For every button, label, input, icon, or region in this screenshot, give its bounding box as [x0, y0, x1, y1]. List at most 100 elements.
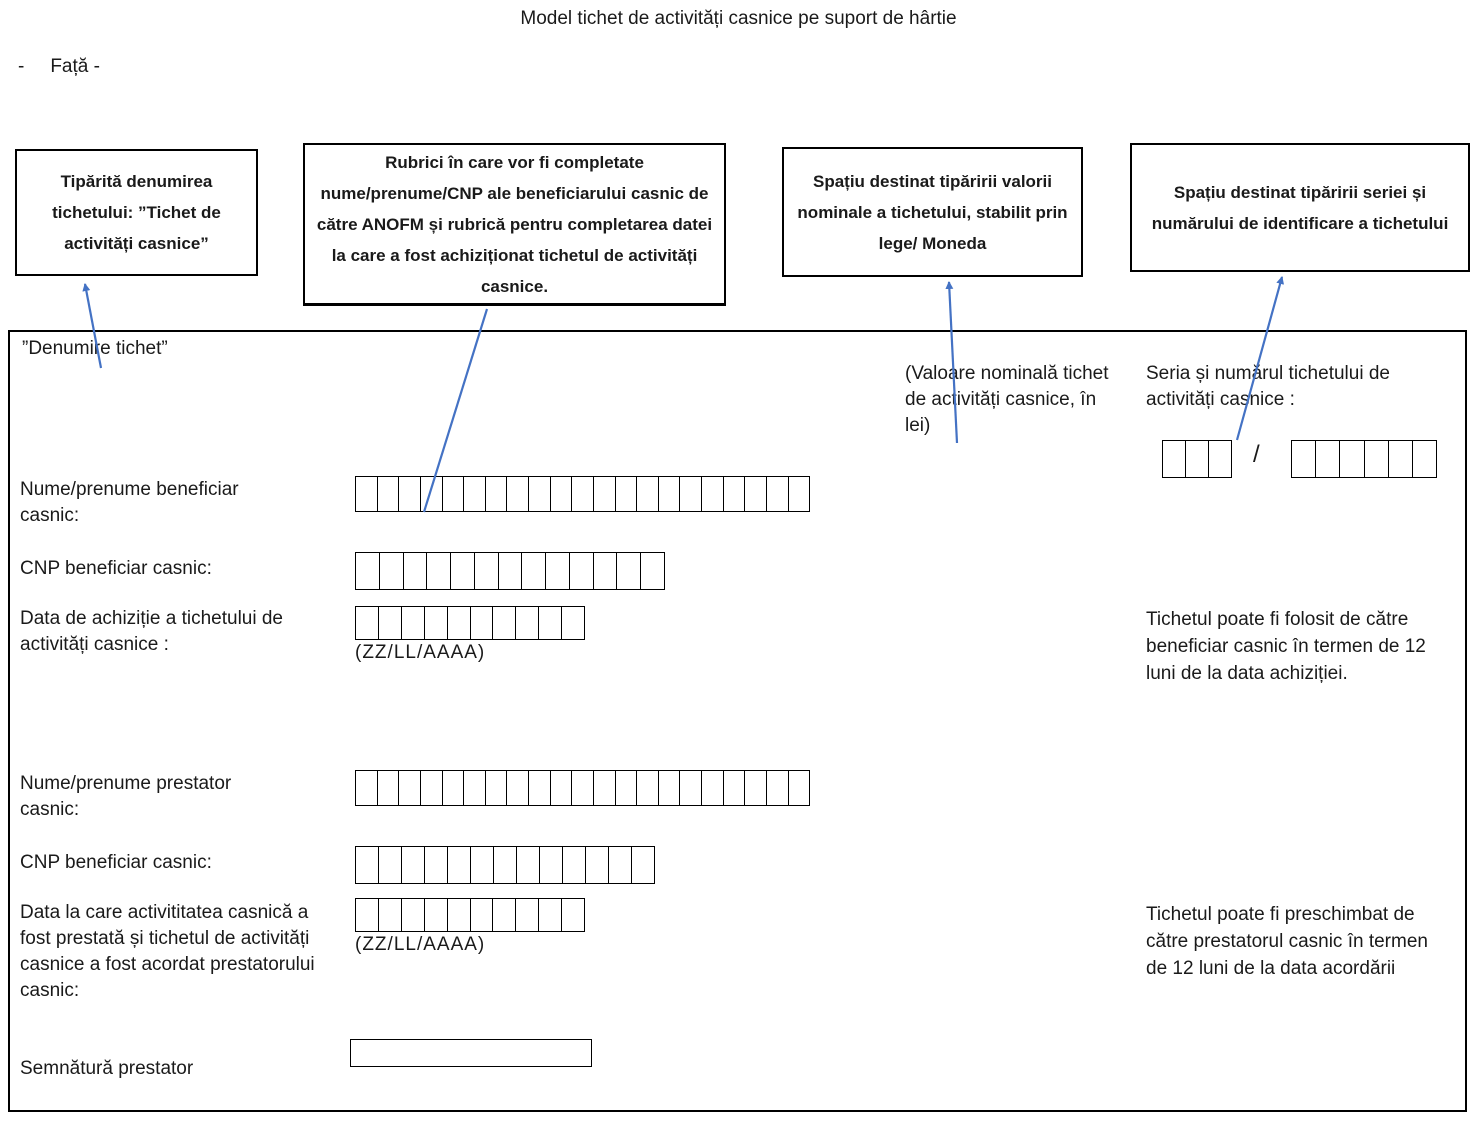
- provider-cnp-grid: [355, 846, 655, 884]
- grid-cell: [1209, 441, 1231, 477]
- grid-cell: [494, 847, 517, 883]
- number-grid: [1291, 440, 1437, 478]
- grid-cell: [380, 553, 404, 589]
- grid-cell: [724, 477, 746, 511]
- signature-box: [350, 1039, 592, 1067]
- grid-cell: [448, 847, 471, 883]
- grid-cell: [540, 847, 563, 883]
- grid-cell: [1413, 441, 1436, 477]
- grid-cell: [724, 771, 746, 805]
- grid-cell: [594, 477, 616, 511]
- grid-cell: [570, 553, 594, 589]
- grid-cell: [572, 477, 594, 511]
- grid-cell: [1316, 441, 1341, 477]
- ticket-name-placeholder: ”Denumire tichet”: [22, 338, 168, 359]
- grid-cell: [499, 553, 523, 589]
- grid-cell: [425, 607, 448, 639]
- grid-cell: [399, 477, 421, 511]
- grid-cell: [378, 771, 400, 805]
- grid-cell: [637, 771, 659, 805]
- grid-cell: [427, 553, 452, 589]
- grid-cell: [563, 847, 586, 883]
- grid-cell: [421, 477, 443, 511]
- grid-cell: [356, 771, 378, 805]
- grid-cell: [702, 477, 724, 511]
- grid-cell: [443, 771, 465, 805]
- grid-cell: [379, 847, 402, 883]
- grid-cell: [471, 607, 494, 639]
- grid-cell: [356, 477, 378, 511]
- grid-cell: [486, 771, 508, 805]
- service-date-grid: [355, 898, 585, 932]
- provider-cnp-label: CNP beneficiar casnic:: [20, 852, 212, 873]
- series-grid: [1162, 440, 1232, 478]
- annotation-box-ticket-name: Tipărită denumirea tichetului: ”Tichet d…: [15, 149, 258, 276]
- date-format-hint: (ZZ/LL/AAAA): [355, 642, 486, 663]
- grid-cell: [546, 553, 570, 589]
- grid-cell: [1389, 441, 1413, 477]
- grid-cell: [572, 771, 594, 805]
- provider-name-label: Nume/prenume prestator casnic:: [20, 773, 232, 820]
- grid-cell: [493, 899, 517, 931]
- grid-cell: [399, 771, 421, 805]
- grid-cell: [659, 477, 681, 511]
- beneficiary-cnp-grid: [355, 552, 665, 590]
- beneficiary-cnp-label: CNP beneficiar casnic:: [20, 558, 212, 579]
- grid-cell: [356, 553, 380, 589]
- grid-cell: [425, 899, 448, 931]
- purchase-date-label: Data de achiziție a tichetului de activi…: [20, 608, 283, 655]
- beneficiary-name-label: Nume/prenume beneficiar casnic:: [20, 479, 239, 526]
- grid-cell: [745, 477, 767, 511]
- grid-cell: [471, 847, 494, 883]
- grid-cell: [529, 771, 551, 805]
- grid-cell: [522, 553, 547, 589]
- side-label: -Față -: [18, 56, 100, 78]
- purchase-date-grid: [355, 606, 585, 640]
- grid-cell: [637, 477, 659, 511]
- validity-note-beneficiary: Tichetul poate fi folosit de către benef…: [1146, 609, 1426, 684]
- grid-cell: [425, 847, 448, 883]
- grid-cell: [767, 477, 789, 511]
- grid-cell: [464, 771, 486, 805]
- grid-cell: [1365, 441, 1389, 477]
- grid-cell: [789, 477, 810, 511]
- page-title: Model tichet de activități casnice pe su…: [520, 8, 957, 29]
- grid-cell: [616, 771, 638, 805]
- grid-cell: [659, 771, 681, 805]
- grid-cell: [789, 771, 810, 805]
- grid-cell: [402, 847, 425, 883]
- grid-cell: [475, 553, 499, 589]
- grid-cell: [402, 607, 425, 639]
- grid-cell: [493, 607, 517, 639]
- grid-cell: [448, 607, 471, 639]
- grid-cell: [486, 477, 508, 511]
- voucher-outline: [8, 330, 1467, 1112]
- grid-cell: [356, 899, 379, 931]
- grid-cell: [421, 771, 443, 805]
- nominal-value-note: (Valoare nominală tichet de activități c…: [905, 363, 1109, 436]
- grid-cell: [516, 899, 540, 931]
- annotation-text: Rubrici în care vor fi completate nume/p…: [316, 152, 713, 296]
- annotation-box-beneficiary-fields: Rubrici în care vor fi completate nume/p…: [303, 143, 726, 306]
- beneficiary-name-grid: [355, 476, 810, 512]
- grid-cell: [1163, 441, 1186, 477]
- grid-cell: [680, 477, 702, 511]
- grid-cell: [586, 847, 609, 883]
- grid-cell: [517, 847, 540, 883]
- grid-cell: [767, 771, 789, 805]
- grid-cell: [507, 771, 529, 805]
- grid-cell: [609, 847, 632, 883]
- grid-cell: [402, 899, 425, 931]
- grid-cell: [1340, 441, 1365, 477]
- grid-cell: [443, 477, 465, 511]
- grid-cell: [594, 771, 616, 805]
- grid-cell: [641, 553, 664, 589]
- grid-cell: [529, 477, 551, 511]
- grid-cell: [616, 477, 638, 511]
- grid-cell: [594, 553, 618, 589]
- grid-cell: [516, 607, 540, 639]
- validity-note-provider: Tichetul poate fi preschimbat de către p…: [1146, 904, 1428, 979]
- annotation-text: Spațiu destinat tipăririi valorii nomina…: [797, 171, 1068, 253]
- side-label-dash: -: [18, 56, 25, 77]
